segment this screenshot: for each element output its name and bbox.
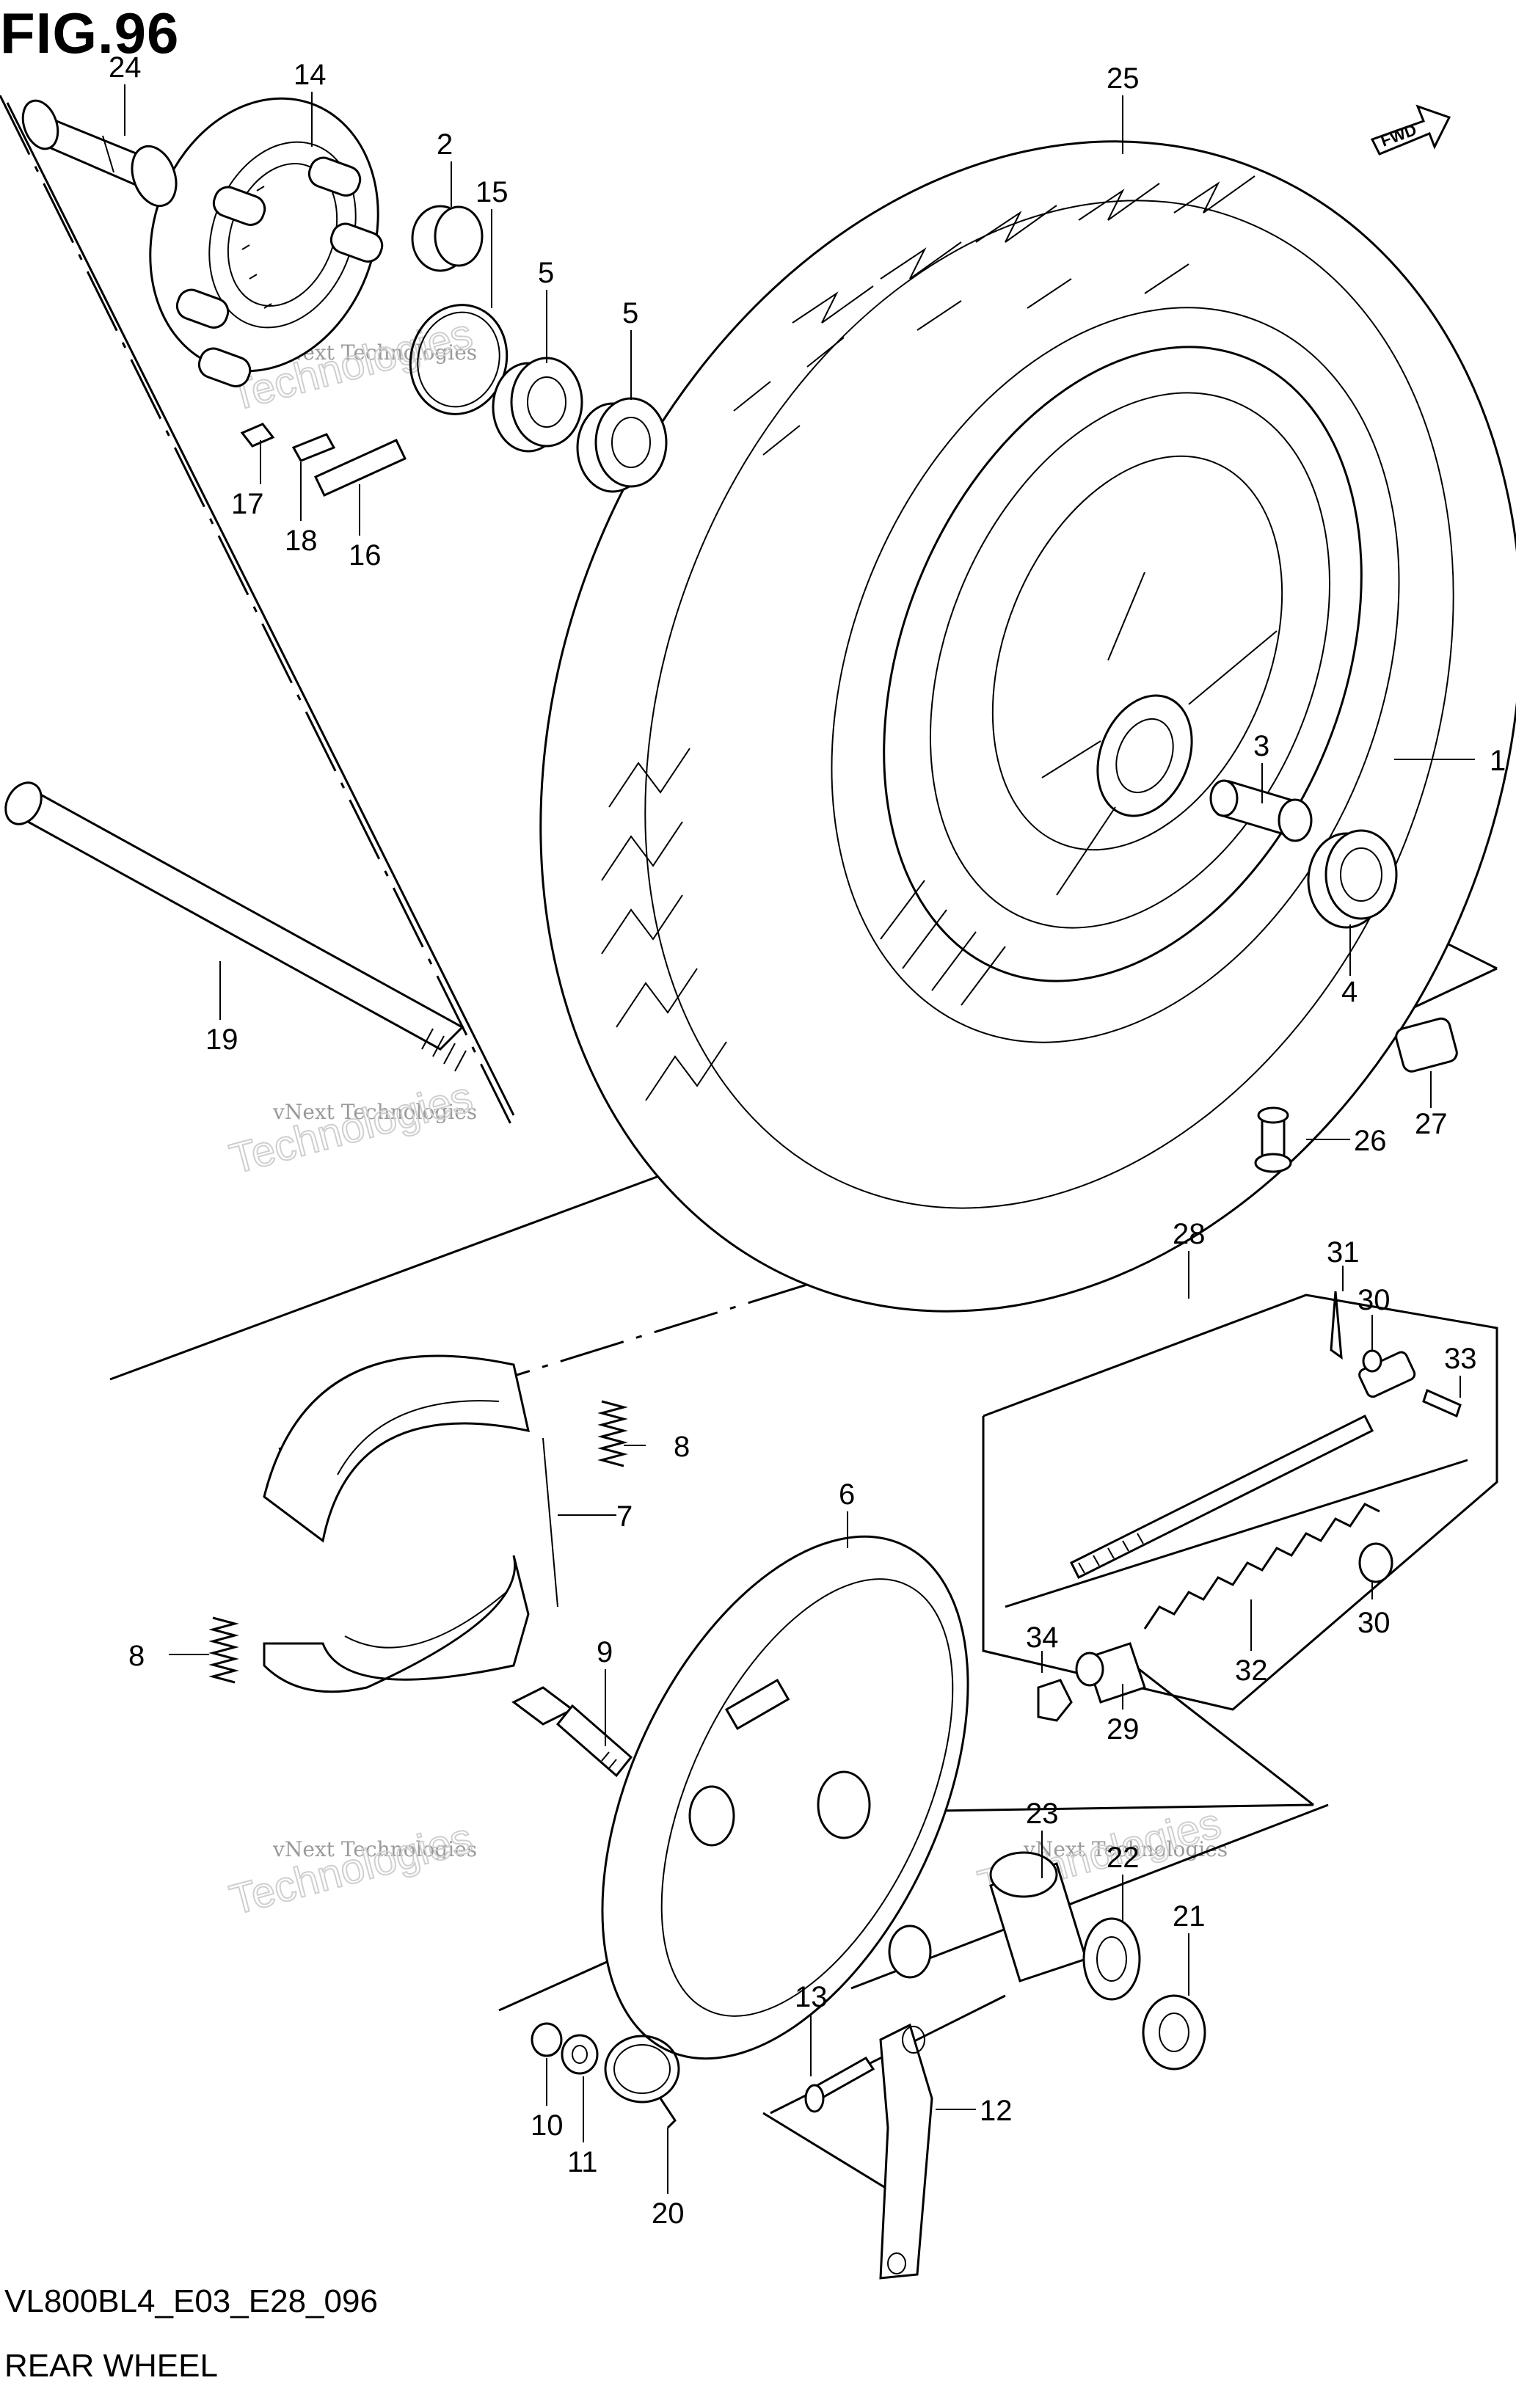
callout-30: 30 (1358, 1607, 1391, 1639)
watermark-text: vNext Technologies (272, 1837, 477, 1861)
spring-part-8 (208, 1616, 239, 1684)
model-code-label: VL800BL4_E03_E28_096 (4, 2283, 378, 2319)
bolt-part-13 (804, 2057, 875, 2113)
callout-23: 23 (1026, 1798, 1059, 1830)
spring-part-8 (597, 1400, 628, 1467)
callout-17: 17 (231, 488, 264, 520)
watermark-text: vNext Technologies (272, 1100, 477, 1124)
callout-26: 26 (1354, 1125, 1387, 1157)
callout-30: 30 (1358, 1284, 1391, 1316)
bearing-part-5 (576, 397, 668, 493)
callout-32: 32 (1235, 1654, 1268, 1687)
washer-part-30 (1358, 1542, 1393, 1583)
spring-part-32 (1143, 1503, 1380, 1630)
callout-25: 25 (1107, 62, 1140, 95)
leader-lines (124, 84, 1461, 2194)
oil-seal-part-10 (531, 2022, 563, 2057)
o-ring-part-15 (409, 304, 509, 415)
callout-8: 8 (674, 1431, 690, 1463)
lock-plate-parts (240, 423, 407, 497)
callout-8: 8 (128, 1640, 145, 1672)
callout-24: 24 (109, 51, 142, 84)
callout-13: 13 (795, 1981, 828, 2013)
callout-28: 28 (1173, 1218, 1206, 1250)
spacer-part-23 (989, 1851, 1087, 1982)
nut-part-34 (1037, 1679, 1073, 1722)
joint-part-29 (1075, 1642, 1146, 1704)
watermark-logo-text: Technologies (225, 1814, 478, 1924)
callout-5: 5 (538, 257, 554, 289)
callout-5: 5 (622, 297, 638, 329)
callout-11: 11 (567, 2146, 598, 2178)
section-name-label: REAR WHEEL (4, 2348, 218, 2384)
callout-16: 16 (349, 539, 382, 572)
valve-part-26 (1254, 1106, 1292, 1173)
callout-29: 29 (1107, 1713, 1140, 1745)
callout-3: 3 (1253, 730, 1269, 762)
callout-7: 7 (616, 1500, 633, 1533)
bushing-part-24 (21, 99, 178, 208)
spacer-part-3 (1209, 779, 1313, 842)
callout-19: 19 (205, 1024, 238, 1056)
tire-wheel-assembly (539, 140, 1516, 1313)
brake-panel-part-6 (601, 1535, 969, 2060)
callout-33: 33 (1444, 1343, 1477, 1375)
watermark-logo-text: Technologies (225, 1073, 478, 1183)
cam-lever-part-12 (879, 2023, 933, 2280)
axle-part-19 (4, 781, 467, 1072)
callout-15: 15 (475, 176, 509, 208)
callout-18: 18 (285, 525, 318, 557)
callout-labels: 1 2 3 4 5 5 6 7 8 8 9 10 11 12 13 14 15 … (109, 51, 1506, 2230)
callout-31: 31 (1327, 1236, 1360, 1269)
callout-20: 20 (652, 2197, 685, 2230)
callout-21: 21 (1173, 1900, 1206, 1933)
cotter-pin-part-31 (1330, 1291, 1343, 1360)
washer-part-11 (561, 2034, 599, 2075)
brake-shoe-set-part-7 (263, 1354, 558, 1693)
hub-bushing-part-2 (411, 205, 484, 272)
callout-1: 1 (1490, 745, 1506, 777)
callout-22: 22 (1107, 1842, 1140, 1874)
nut-part-21 (1142, 1994, 1206, 2070)
callout-6: 6 (839, 1478, 855, 1511)
callout-14: 14 (294, 59, 327, 91)
bearing-part-5 (492, 357, 583, 453)
valve-cap-part-27 (1395, 1017, 1458, 1073)
callout-9: 9 (597, 1636, 613, 1668)
callout-12: 12 (980, 2095, 1013, 2127)
pin-part-33 (1422, 1388, 1462, 1418)
figure-title: FIG.96 (0, 1, 180, 65)
fwd-arrow-icon: FWD (1370, 104, 1451, 156)
brake-rod-set-part-28 (982, 1294, 1498, 1711)
washer-part-30 (1362, 1349, 1382, 1373)
callout-2: 2 (437, 128, 453, 161)
callout-4: 4 (1341, 976, 1358, 1008)
callout-10: 10 (531, 2109, 564, 2142)
return-spring-part-20 (604, 2035, 680, 2129)
callout-27: 27 (1415, 1108, 1448, 1140)
brake-cam-part-9 (511, 1686, 633, 1778)
bearing-part-4 (1307, 829, 1398, 929)
callout-34: 34 (1026, 1621, 1059, 1654)
washer-part-22 (1082, 1917, 1141, 2001)
driven-hub-part-14 (149, 97, 384, 387)
